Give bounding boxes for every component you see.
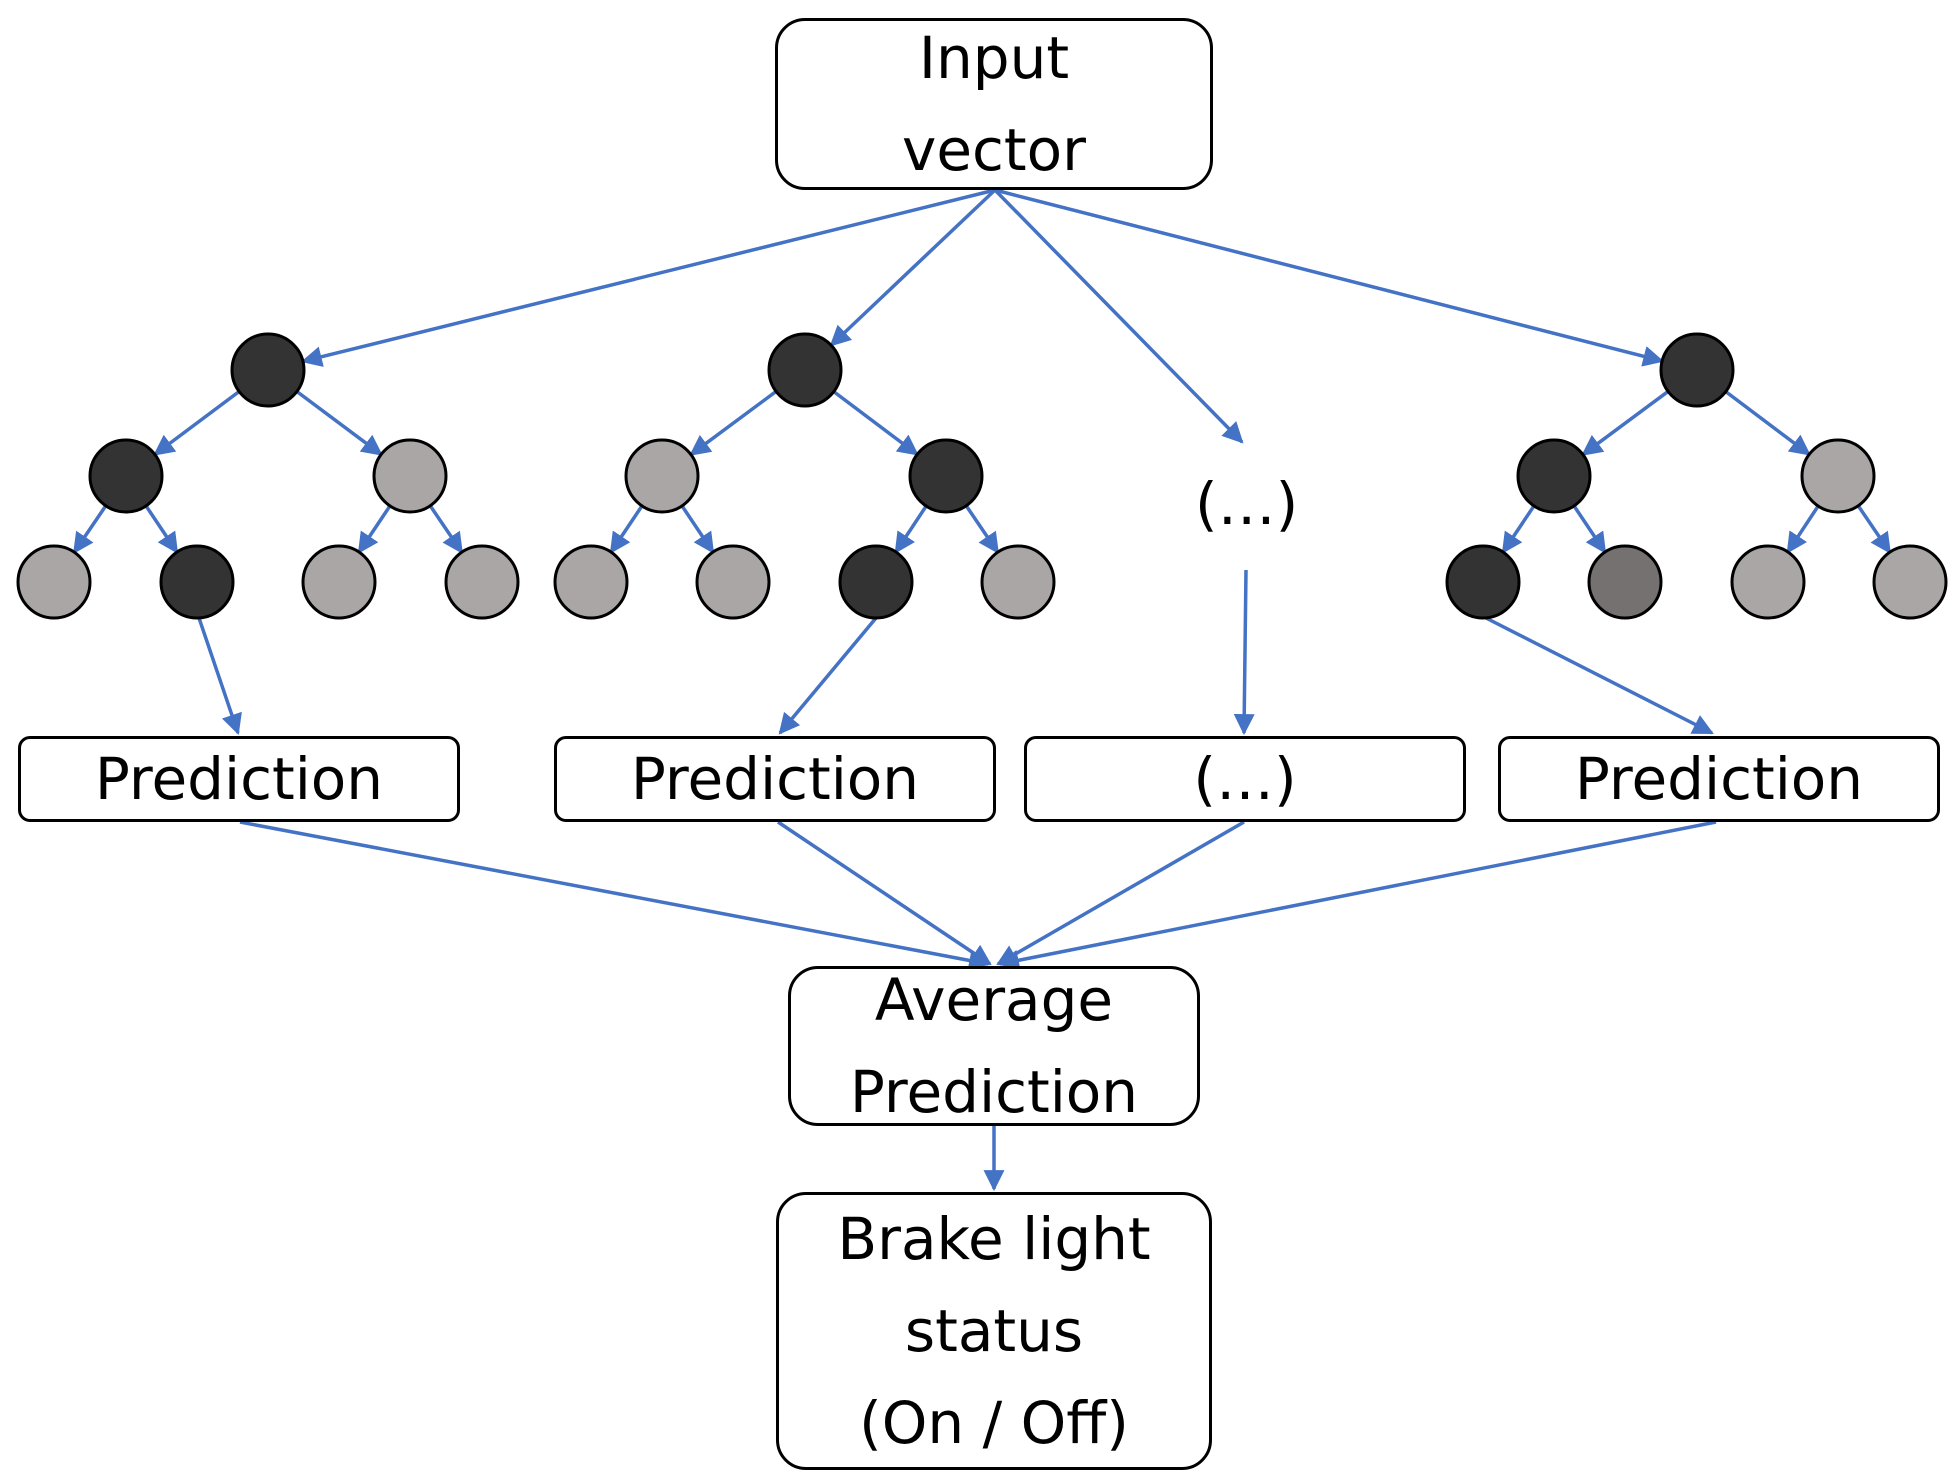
average-line-2: Prediction	[849, 1058, 1139, 1126]
output-line-3: (On / Off)	[859, 1389, 1129, 1457]
tree-2-root-node	[767, 332, 843, 408]
average-line-1: Average	[874, 966, 1114, 1034]
prediction-1-to-average-arrow	[239, 820, 991, 971]
input-to-ellipsis-arrow	[993, 188, 1244, 444]
tree-1-edge-l2-1-0	[357, 504, 392, 554]
prediction-3-to-average-arrow	[996, 820, 1245, 966]
tree-2-edge-root-0	[689, 390, 778, 456]
tree-3-edge-root-1	[1724, 390, 1811, 456]
tree-3-edge-root-0	[1581, 390, 1670, 456]
tree-1-leaf-to-prediction-arrow	[197, 617, 242, 735]
input-line-1: Input	[918, 24, 1070, 92]
tree-1-edge-root-0	[153, 390, 241, 456]
tree-1-leaf-node-4	[444, 544, 520, 620]
brake-light-status-box: Brake light status (On / Off)	[776, 1192, 1212, 1470]
tree-3-leaf-node-1	[1445, 544, 1521, 620]
prediction-box-2: Prediction	[554, 736, 996, 822]
tree-2-edge-l2-0-0	[609, 504, 644, 554]
tree-3-edge-l2-0-0	[1501, 504, 1536, 554]
tree-2-leaf-node-3	[838, 544, 914, 620]
tree-1-edge-root-1	[295, 390, 383, 456]
input-to-tree-1-arrow	[300, 188, 996, 367]
arrow-layer	[72, 188, 1892, 1192]
tree-2-edge-root-1	[832, 390, 919, 456]
tree-1-level2-node-2	[372, 438, 448, 514]
tree-2-level2-node-1	[624, 438, 700, 514]
prediction-2-to-average-arrow	[777, 820, 992, 966]
tree-2-edge-l2-1-0	[894, 505, 928, 554]
tree-2-leaf-to-prediction-arrow	[778, 616, 878, 735]
output-line-1: Brake light	[837, 1205, 1151, 1273]
prediction-label-2: Prediction	[630, 745, 920, 813]
tree-1-leaf-node-3	[301, 544, 377, 620]
tree-1-edge-l2-0-0	[72, 504, 108, 554]
tree-3-edge-l2-1-1	[1856, 504, 1892, 554]
input-to-tree-3-arrow	[994, 188, 1665, 367]
tree-1-level2-node-1	[88, 438, 164, 514]
input-to-tree-2-arrow	[829, 188, 997, 347]
tree-1-leaf-node-2	[159, 544, 235, 620]
ellipsis-to-prediction-arrow	[1233, 569, 1255, 736]
tree-2-level2-node-2	[908, 438, 984, 514]
prediction-label-4: Prediction	[1574, 745, 1864, 813]
tree-3-leaf-node-4	[1872, 544, 1948, 620]
tree-2-leaf-node-4	[980, 544, 1056, 620]
tree-2-edge-l2-1-1	[964, 504, 1000, 554]
input-vector-box: Input vector	[775, 18, 1213, 190]
tree-node-layer	[16, 332, 1948, 620]
tree-3-leaf-node-3	[1730, 544, 1806, 620]
tree-2-edge-l2-0-1	[680, 504, 715, 554]
prediction-4-to-average-arrow	[997, 820, 1717, 971]
output-line-2: status	[904, 1297, 1084, 1365]
tree-3-leaf-to-prediction-arrow	[1485, 616, 1714, 735]
tree-1-edge-l2-1-1	[428, 504, 464, 554]
tree-3-edge-l2-1-0	[1786, 505, 1820, 554]
tree-3-edge-l2-0-1	[1572, 504, 1607, 554]
tree-3-leaf-node-2	[1587, 544, 1663, 620]
prediction-box-4: Prediction	[1498, 736, 1940, 822]
input-line-2: vector	[902, 116, 1086, 184]
tree-1-edge-l2-0-1	[144, 504, 179, 554]
prediction-box-ellipsis: (…)	[1024, 736, 1466, 822]
tree-2-leaf-node-1	[553, 544, 629, 620]
tree-1-leaf-node-1	[16, 544, 92, 620]
prediction-box-1: Prediction	[18, 736, 460, 822]
tree-ellipsis: (…)	[1195, 470, 1299, 538]
tree-3-level2-node-1	[1516, 438, 1592, 514]
tree-1-root-node	[230, 332, 306, 408]
prediction-label-1: Prediction	[94, 745, 384, 813]
tree-3-root-node	[1659, 332, 1735, 408]
tree-3-level2-node-2	[1800, 438, 1876, 514]
tree-2-leaf-node-2	[695, 544, 771, 620]
prediction-label-3: (…)	[1193, 745, 1297, 813]
average-prediction-box: Average Prediction	[788, 966, 1200, 1126]
